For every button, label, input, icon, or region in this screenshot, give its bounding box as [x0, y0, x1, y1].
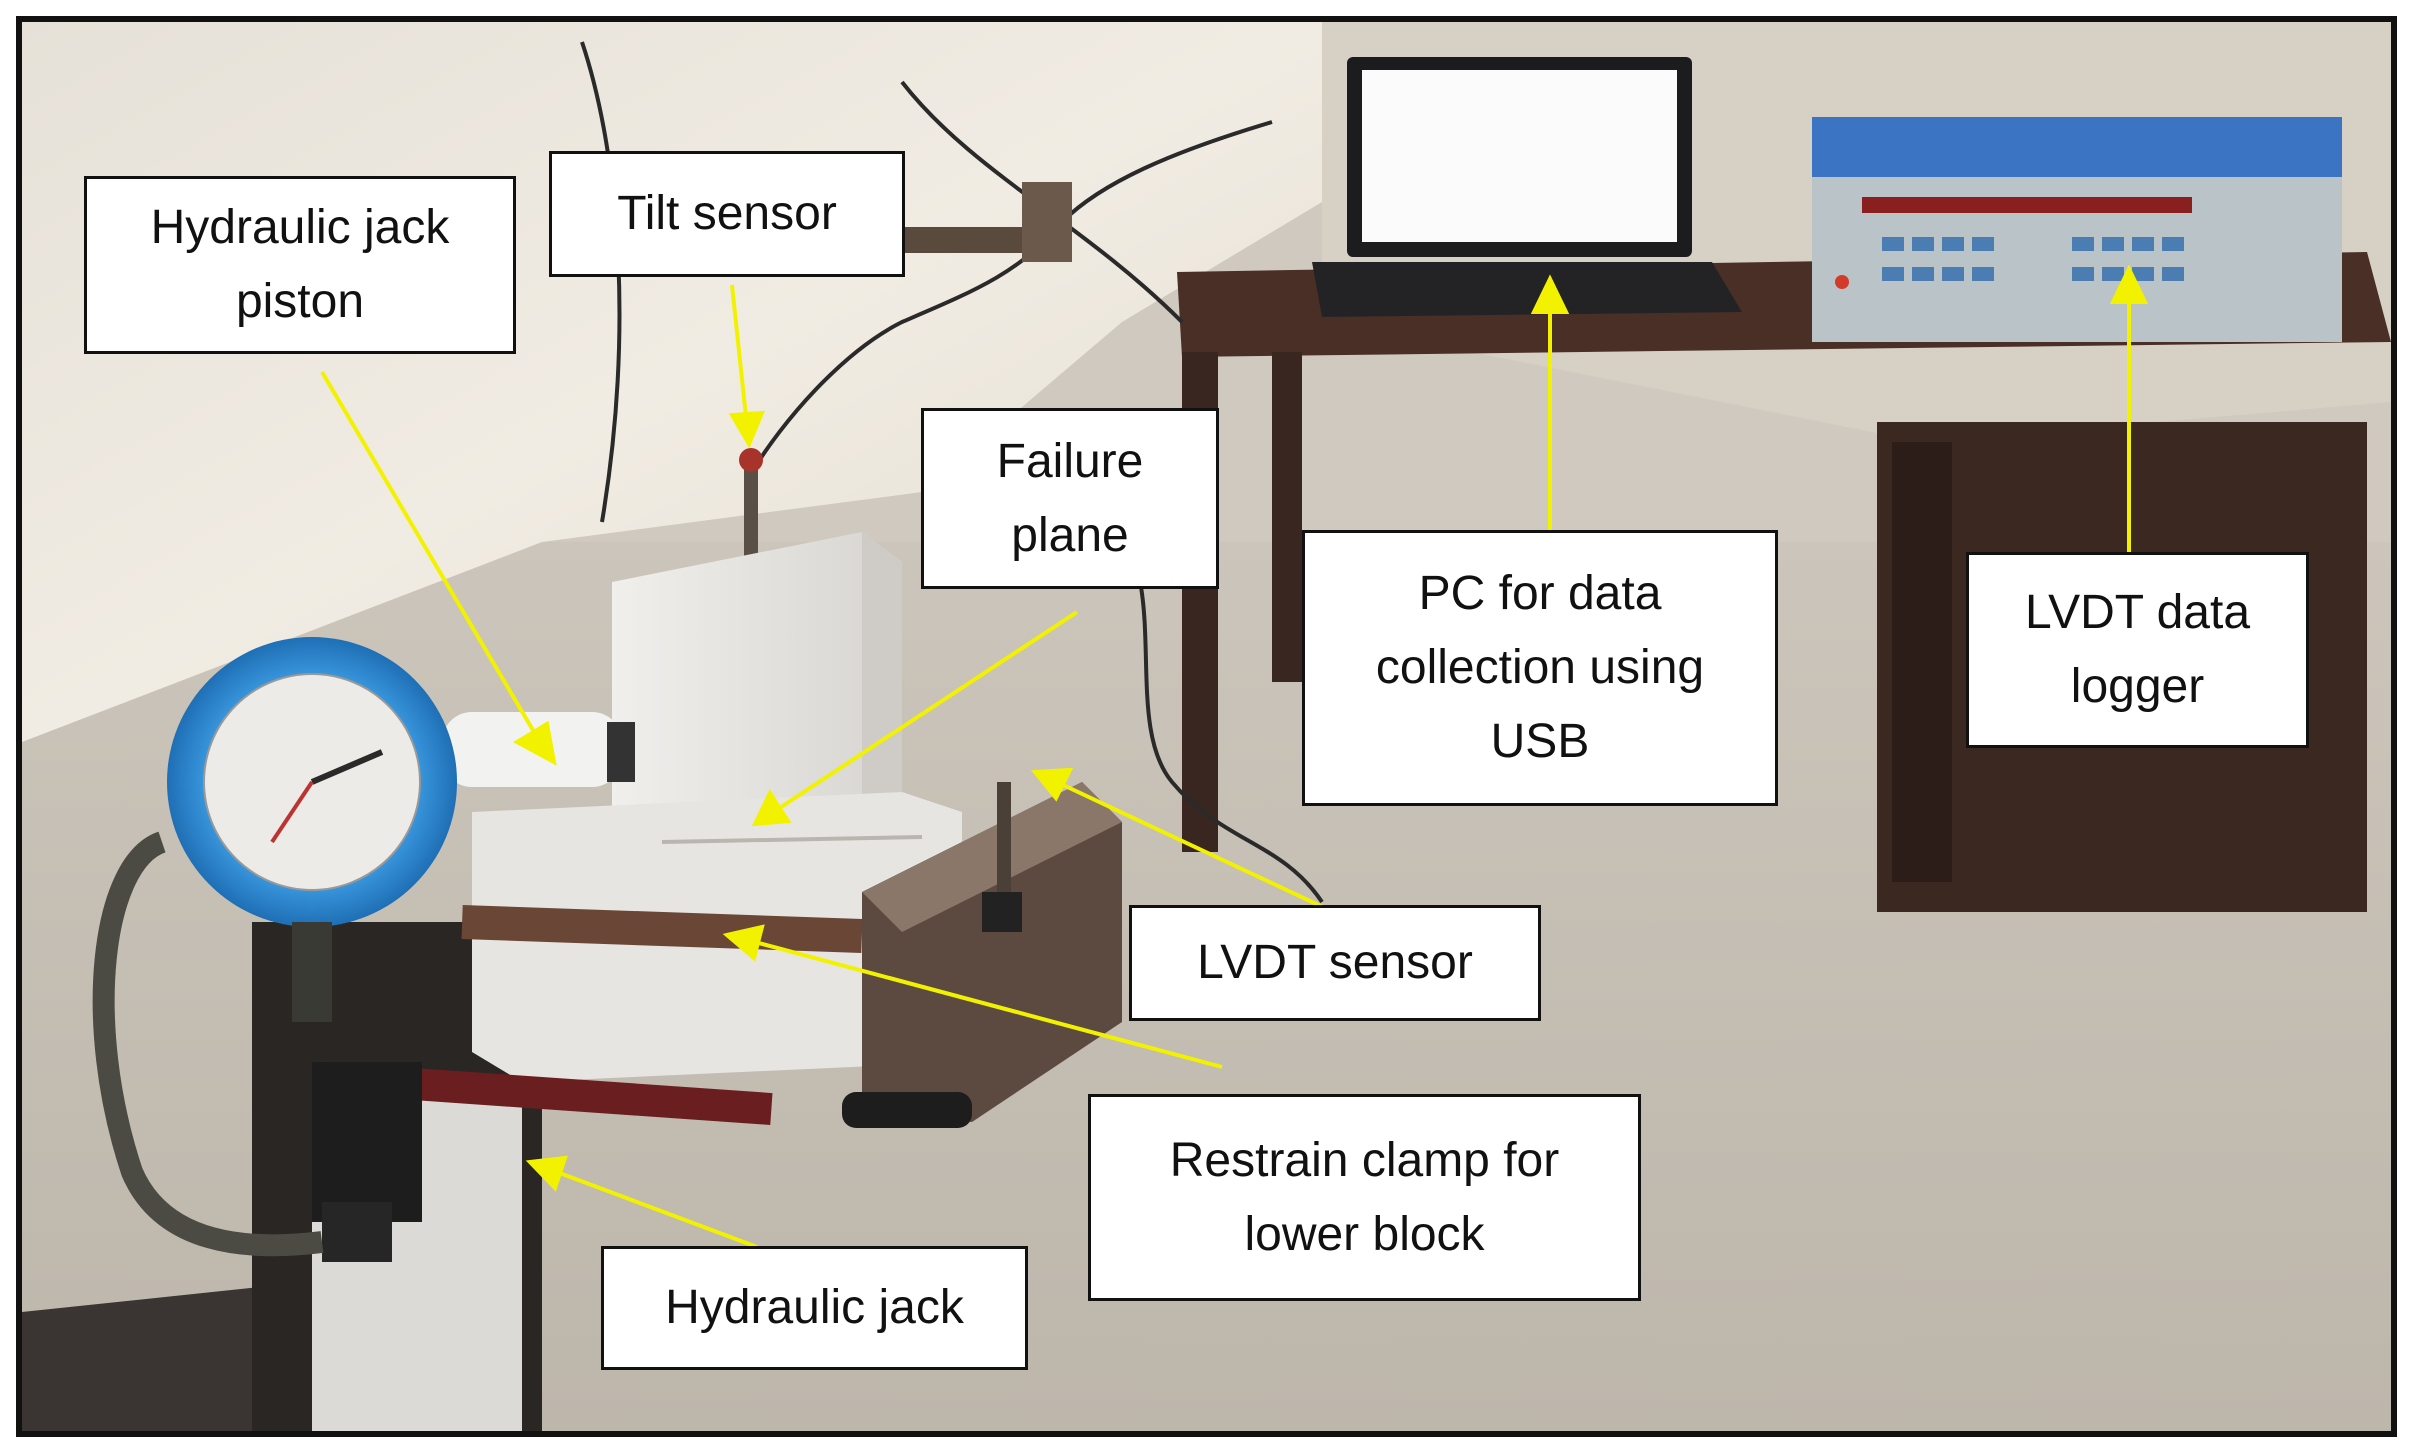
label-line: USB [1490, 715, 1590, 768]
laptop [1312, 57, 1742, 317]
label-line: collection using [1375, 641, 1705, 694]
label-pc-data-collection: PC for data collection using USB [1302, 530, 1778, 806]
label-tilt-sensor: Tilt sensor [549, 151, 905, 277]
photo-frame: Hydraulic jack piston Tilt sensor Failur… [16, 16, 2397, 1437]
label-hydraulic-jack: Hydraulic jack [601, 1246, 1028, 1370]
label-line: Tilt sensor [617, 187, 837, 240]
restrain-clamp-bar [461, 905, 863, 953]
hose [92, 831, 324, 1257]
label-failure-plane: Failure plane [921, 408, 1219, 589]
label-lvdt-sensor: LVDT sensor [1129, 905, 1541, 1021]
annotation-arrows [320, 264, 2149, 1249]
jack-handle [321, 1061, 972, 1128]
label-line: Failure [996, 434, 1144, 488]
pressure-gauge [167, 637, 457, 1022]
label-line: plane [1011, 508, 1129, 562]
label-line: Hydraulic jack [150, 201, 450, 254]
label-line: lower block [1244, 1207, 1485, 1261]
sensor-stand [739, 182, 1072, 572]
jack-body [312, 1062, 422, 1262]
label-line: LVDT data [2024, 586, 2251, 639]
lvdt-clamp-block [862, 782, 1122, 1122]
label-line: logger [2070, 660, 2205, 713]
label-hydraulic-jack-piston: Hydraulic jack piston [84, 176, 516, 354]
label-line: LVDT sensor [1197, 936, 1473, 989]
label-lvdt-data-logger: LVDT data logger [1966, 552, 2309, 748]
label-line: piston [235, 275, 365, 328]
label-line: PC for data [1418, 567, 1662, 620]
label-restrain-clamp: Restrain clamp for lower block [1088, 1094, 1641, 1301]
data-logger-device [1812, 117, 2342, 342]
label-line: Hydraulic jack [665, 1281, 964, 1334]
label-line: Restrain clamp for [1169, 1133, 1560, 1187]
